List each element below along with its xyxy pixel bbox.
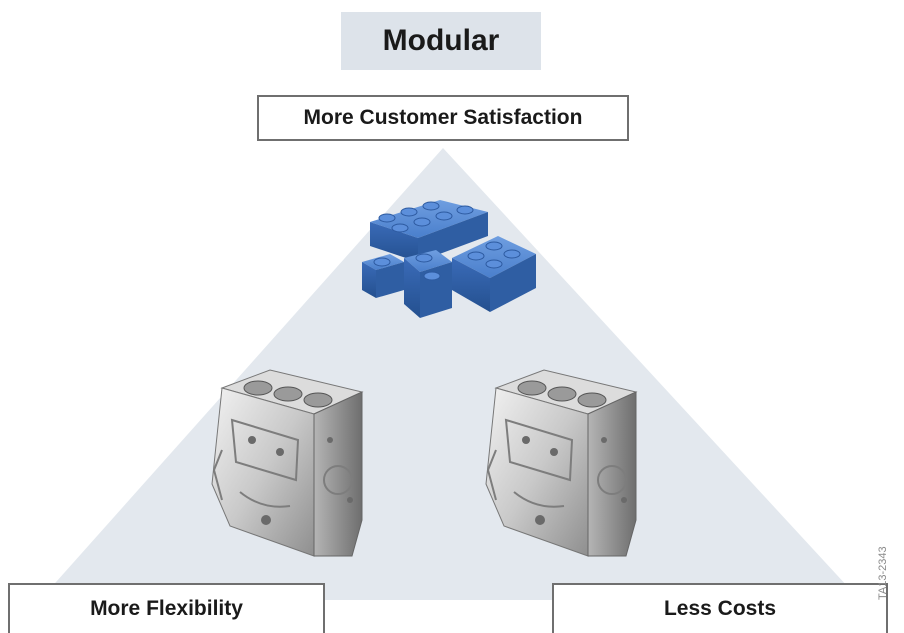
diagram-title: Modular [341,12,541,70]
right-label: Less Costs [552,583,888,633]
engine-block-left-icon [211,369,364,557]
figure-code: TA13-2343 [877,546,889,600]
engine-block-right-icon [485,369,638,557]
left-label: More Flexibility [8,583,325,633]
lego-bricks-icon [362,200,536,318]
top-label: More Customer Satisfaction [257,95,629,141]
